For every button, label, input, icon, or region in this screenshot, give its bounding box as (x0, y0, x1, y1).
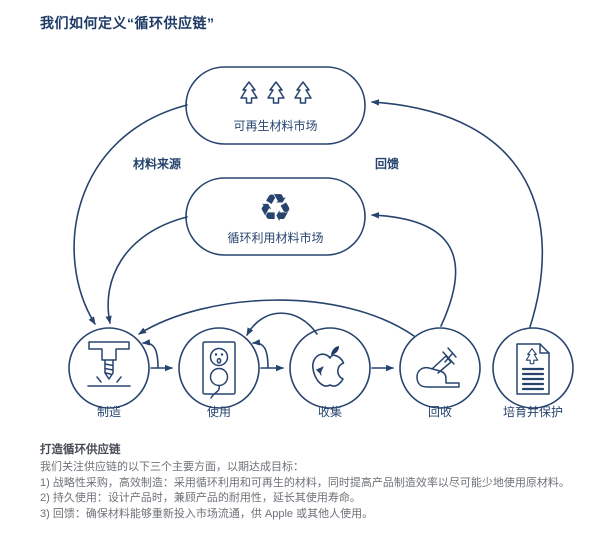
arc-collect-to-use (246, 312, 318, 336)
arc-recover-to-recycled (371, 212, 457, 327)
trees-icon (240, 81, 312, 104)
stage-circle-collect (289, 327, 371, 409)
self-loop-use (252, 339, 269, 369)
stage-label-use: 使用 (207, 404, 231, 419)
robot-arm-icon (416, 347, 460, 388)
renewable-market-label: 可再生材料市场 (233, 118, 317, 133)
footer-heading: 打造循环供应链 (40, 444, 121, 456)
footer-intro: 我们关注供应链的以下三个主要方面，以期达成目标： (40, 461, 304, 473)
arc-recycled-to-manufacture (105, 216, 188, 324)
self-loop-manufacture (142, 339, 159, 369)
arc-renewable-to-manufacture (73, 104, 188, 325)
stage-circle-recover (399, 327, 481, 409)
give-back-label: 回馈 (375, 156, 399, 171)
stage-label-manufacture: 制造 (97, 405, 121, 419)
footer-point-1: 1) 战略性采购，高效制造：采用循环利用和可再生的材料，同时提高产品制造效率以尽… (40, 476, 570, 489)
apple-logo-icon (312, 346, 345, 387)
footer-point-3: 3) 回馈：确保材料能够重新投入市场流通，供 Apple 或其他人使用。 (40, 507, 374, 520)
stage-circle-use (178, 327, 260, 409)
footer-notes: 打造循环供应链 我们关注供应链的以下三个主要方面，以期达成目标： 1) 战略性采… (40, 441, 575, 522)
stage-label-recover: 回收 (428, 405, 452, 419)
certificate-icon (516, 343, 550, 395)
page-title: 我们如何定义“循环供应链” (40, 15, 215, 31)
stage-circle-manufacture (68, 327, 150, 409)
drill-press-icon (87, 341, 131, 387)
footer-point-2: 2) 持久使用：设计产品时，兼顾产品的耐用性，延长其使用寿命。 (40, 492, 361, 504)
material-source-label: 材料来源 (132, 156, 181, 171)
recycle-icon: ♻ (258, 188, 292, 230)
circular-supply-chain-diagram: ♻ (68, 66, 574, 419)
recycled-market-label: 循环利用材料市场 (227, 230, 323, 245)
arc-protect-to-renewable (371, 99, 544, 328)
stage-circle-protect (492, 327, 574, 409)
power-outlet-icon (202, 341, 236, 399)
stage-label-collect: 收集 (318, 404, 342, 419)
stage-label-protect: 培育并保护 (503, 404, 563, 419)
arc-recover-to-manufacture (138, 299, 415, 337)
